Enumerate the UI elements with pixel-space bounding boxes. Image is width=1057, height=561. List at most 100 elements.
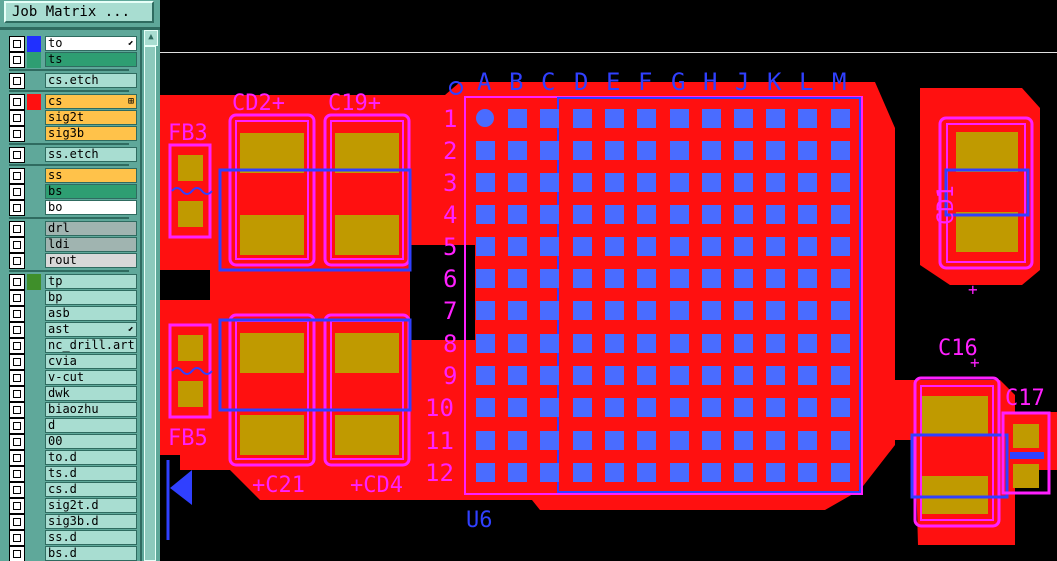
layer-name[interactable]: bs.d (45, 546, 137, 561)
layer-name[interactable]: ts.d (45, 466, 137, 481)
layer-color-swatch[interactable] (27, 52, 41, 68)
layer-name[interactable]: ast⬋ (45, 322, 137, 337)
layer-row-sig2t-d[interactable]: sig2t.d (9, 498, 137, 514)
layer-row-ldi[interactable]: ldi (9, 237, 137, 253)
layer-checkbox[interactable] (9, 221, 25, 237)
layer-row-d[interactable]: d (9, 418, 137, 434)
layer-checkbox[interactable] (9, 450, 25, 466)
layer-row-rout[interactable]: rout (9, 253, 137, 269)
scroll-thumb[interactable] (144, 46, 156, 561)
layer-name[interactable]: bo (45, 200, 137, 215)
layer-row-00[interactable]: 00 (9, 434, 137, 450)
layer-row-cvia[interactable]: cvia (9, 354, 137, 370)
layer-row-ts[interactable]: ts (9, 52, 137, 68)
layer-name[interactable]: dwk (45, 386, 137, 401)
layer-row-asb[interactable]: asb (9, 306, 137, 322)
layer-checkbox[interactable] (9, 418, 25, 434)
layer-row-drl[interactable]: drl (9, 221, 137, 237)
layer-row-tp[interactable]: tp (9, 274, 137, 290)
layer-name[interactable]: rout (45, 253, 137, 268)
layer-name[interactable]: drl (45, 221, 137, 236)
layer-name[interactable]: d (45, 418, 137, 433)
layer-checkbox[interactable] (9, 338, 25, 354)
layer-checkbox[interactable] (9, 52, 25, 68)
layer-row-sig3b-d[interactable]: sig3b.d (9, 514, 137, 530)
layer-checkbox[interactable] (9, 514, 25, 530)
layer-checkbox[interactable] (9, 110, 25, 126)
layer-checkbox[interactable] (9, 386, 25, 402)
layer-name[interactable]: sig2t.d (45, 498, 137, 513)
scroll-up-icon[interactable]: ▲ (144, 30, 158, 46)
layer-name[interactable]: nc_drill.art (45, 338, 137, 353)
layer-row-bs-d[interactable]: bs.d (9, 546, 137, 561)
layer-row-ss-etch[interactable]: ss.etch (9, 147, 137, 163)
layer-row-bs[interactable]: bs (9, 184, 137, 200)
layer-name[interactable]: v-cut (45, 370, 137, 385)
layer-name[interactable]: sig3b.d (45, 514, 137, 529)
layer-row-cs-d[interactable]: cs.d (9, 482, 137, 498)
layer-name[interactable]: cvia (45, 354, 137, 369)
layer-name[interactable]: ldi (45, 237, 137, 252)
layer-row-biaozhu[interactable]: biaozhu (9, 402, 137, 418)
layer-checkbox[interactable] (9, 434, 25, 450)
layer-row-to-d[interactable]: to.d (9, 450, 137, 466)
layer-scrollbar[interactable]: ▲ (140, 30, 158, 561)
layer-color-swatch[interactable] (27, 274, 41, 290)
layer-checkbox[interactable] (9, 94, 25, 110)
layer-checkbox[interactable] (9, 253, 25, 269)
layer-checkbox[interactable] (9, 466, 25, 482)
layer-name[interactable]: ss.etch (45, 147, 137, 162)
layer-name[interactable]: cs.d (45, 482, 137, 497)
layer-name[interactable]: biaozhu (45, 402, 137, 417)
layer-name[interactable]: bs (45, 184, 137, 199)
layer-checkbox[interactable] (9, 168, 25, 184)
layer-row-ss[interactable]: ss (9, 168, 137, 184)
layer-row-to[interactable]: to⬋ (9, 36, 137, 52)
layer-row-ts-d[interactable]: ts.d (9, 466, 137, 482)
layer-checkbox[interactable] (9, 184, 25, 200)
layer-row-bp[interactable]: bp (9, 290, 137, 306)
layer-checkbox[interactable] (9, 290, 25, 306)
layer-name[interactable]: ss.d (45, 530, 137, 545)
layer-checkbox[interactable] (9, 498, 25, 514)
layer-row-sig3b[interactable]: sig3b (9, 126, 137, 142)
layer-checkbox[interactable] (9, 126, 25, 142)
layer-name[interactable]: ts (45, 52, 137, 67)
layer-row-cs-etch[interactable]: cs.etch (9, 73, 137, 89)
layer-name[interactable]: to.d (45, 450, 137, 465)
layer-name[interactable]: cs.etch (45, 73, 137, 88)
layer-name[interactable]: tp (45, 274, 137, 289)
layer-row-nc-drill-art[interactable]: nc_drill.art (9, 338, 137, 354)
layer-checkbox[interactable] (9, 274, 25, 290)
layer-name[interactable]: cs⊞ (45, 94, 137, 109)
layer-color-swatch[interactable] (27, 36, 41, 52)
layer-row-ss-d[interactable]: ss.d (9, 530, 137, 546)
layer-checkbox[interactable] (9, 546, 25, 561)
layer-checkbox[interactable] (9, 306, 25, 322)
layer-checkbox[interactable] (9, 370, 25, 386)
layer-checkbox[interactable] (9, 530, 25, 546)
layer-color-swatch[interactable] (27, 94, 41, 110)
layer-row-ast[interactable]: ast⬋ (9, 322, 137, 338)
layer-name[interactable]: 00 (45, 434, 137, 449)
layer-name[interactable]: asb (45, 306, 137, 321)
layer-name[interactable]: bp (45, 290, 137, 305)
layer-checkbox[interactable] (9, 73, 25, 89)
layer-checkbox[interactable] (9, 402, 25, 418)
layer-name[interactable]: sig2t (45, 110, 137, 125)
layer-checkbox[interactable] (9, 200, 25, 216)
layer-checkbox[interactable] (9, 354, 25, 370)
layer-row-cs[interactable]: cs⊞ (9, 94, 137, 110)
layer-name[interactable]: to⬋ (45, 36, 137, 51)
layer-checkbox[interactable] (9, 237, 25, 253)
layer-name[interactable]: ss (45, 168, 137, 183)
layer-name[interactable]: sig3b (45, 126, 137, 141)
layer-row-v-cut[interactable]: v-cut (9, 370, 137, 386)
layer-checkbox[interactable] (9, 482, 25, 498)
job-matrix-button[interactable]: Job Matrix ... (4, 1, 154, 23)
layer-row-sig2t[interactable]: sig2t (9, 110, 137, 126)
layer-checkbox[interactable] (9, 322, 25, 338)
layer-checkbox[interactable] (9, 36, 25, 52)
layer-row-dwk[interactable]: dwk (9, 386, 137, 402)
